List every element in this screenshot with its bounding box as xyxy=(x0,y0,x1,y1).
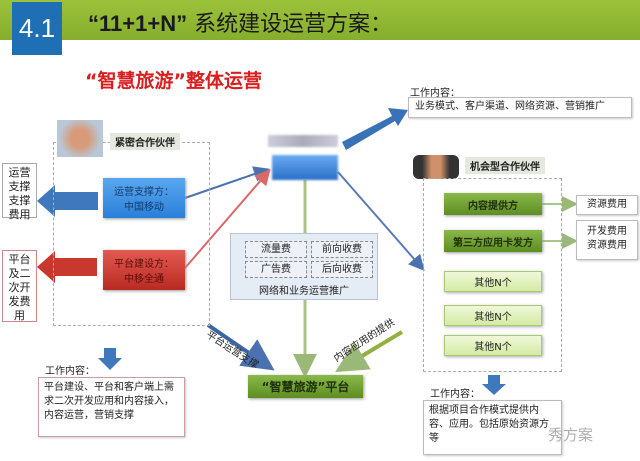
close-partner-group xyxy=(53,142,210,326)
header-bar xyxy=(0,0,640,40)
page-title: “11+1+N” 系统建设运营方案： xyxy=(88,6,392,38)
partner-item: 其他N个 xyxy=(444,335,542,356)
fee-traffic: 流量费 xyxy=(245,241,307,258)
arrow-center-to-right xyxy=(337,171,425,272)
dev-fee-box: 开发费用资源费用 xyxy=(576,220,638,260)
partner-item: 其他N个 xyxy=(444,305,542,326)
arrow-left-blue xyxy=(37,185,98,217)
subtitle: “智慧旅游”整体运营 xyxy=(85,70,262,92)
platform-box: “智慧旅游”平台 xyxy=(248,375,363,398)
builder-role: 平台建设方： xyxy=(114,259,174,270)
left-work-label: 工作内容： xyxy=(45,366,95,377)
fee-backward: 后向收费 xyxy=(311,261,373,278)
blurred-logo xyxy=(268,135,338,147)
watermark: 秀方案 xyxy=(548,426,594,444)
operator-fee-box: 运营支撑支撑费用 xyxy=(2,163,37,221)
arrow-left-red xyxy=(37,251,97,283)
fee-forward: 前向收费 xyxy=(311,241,373,258)
resource-fee: 资源费用 xyxy=(587,240,627,251)
operator-role: 运营支撑方： xyxy=(114,187,174,198)
partner-item: 其他N个 xyxy=(444,271,542,292)
arrow-center-to-top-right xyxy=(342,108,408,150)
fees-caption: 网络和业务运营推广 xyxy=(259,286,349,297)
close-partner-label: 紧密合作伙伴 xyxy=(110,133,180,150)
title-quoted: “11+1+N” xyxy=(88,11,188,36)
fees-panel: 流量费 前向收费 广告费 后向收费 网络和业务运营推广 xyxy=(230,233,378,300)
opportunity-partner-group xyxy=(423,178,562,372)
dev-fee: 开发费用 xyxy=(587,226,627,237)
blurred-center-box xyxy=(272,155,338,180)
builder-fee-box: 平台及二次开发费用 xyxy=(2,250,37,322)
top-right-work-label: 工作内容： xyxy=(410,88,460,99)
opportunity-partner-label: 机会型合作伙伴 xyxy=(465,157,545,174)
arrow-operator-to-center xyxy=(184,166,270,199)
builder-box: 平台建设方： 中移全通 xyxy=(103,250,185,290)
resource-fee-box: 资源费用 xyxy=(576,195,638,215)
operator-name: 中国移动 xyxy=(124,202,164,213)
section-number: 4.1 xyxy=(12,2,62,55)
arrow-content-provision xyxy=(335,330,404,373)
fee-ads: 广告费 xyxy=(245,261,307,278)
handshake-image-icon xyxy=(413,155,459,179)
right-work-text: 根据项目合作模式提供内容、应用。包括原始资源方等 xyxy=(423,400,562,455)
arrow-platform-support xyxy=(206,323,275,371)
partner-item: 内容提供方 xyxy=(444,193,542,215)
title-rest: 系统建设运营方案： xyxy=(194,12,393,37)
left-work-text: 平台建设、平台和客户端上需求二次开发应用和内容接入，内容运营，营销支撑 xyxy=(38,377,185,437)
right-work-label: 工作内容： xyxy=(430,389,480,400)
operator-box: 运营支撑方： 中国移动 xyxy=(103,178,185,218)
arrow-builder-to-center xyxy=(184,168,271,269)
arrow-down-right xyxy=(482,375,506,395)
partner-item: 第三方应用卡发方 xyxy=(444,230,542,252)
top-right-work-text: 业务模式、客户渠道、网络资源、营销推广 xyxy=(408,97,632,118)
arrow-down-left xyxy=(98,348,122,370)
builder-name: 中移全通 xyxy=(124,274,164,285)
hands-image-icon xyxy=(57,120,103,157)
